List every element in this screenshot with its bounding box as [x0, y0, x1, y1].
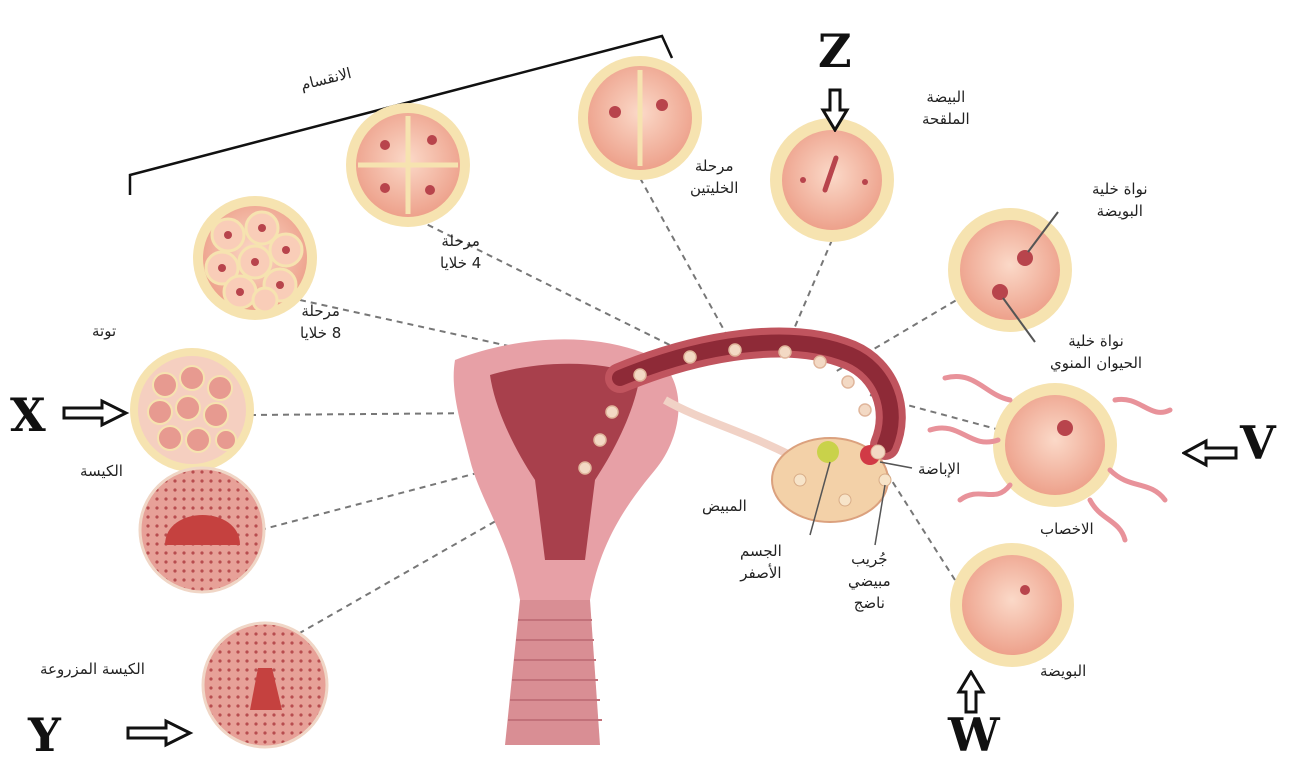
- implanted-label: الكيسة المزروعة: [40, 658, 145, 680]
- morula-label: توتة: [92, 320, 116, 342]
- arrow-z-icon: [820, 88, 850, 132]
- two-cell-stage-cell: [578, 56, 702, 180]
- eight-cell-stage-cell: [193, 196, 317, 320]
- zygote-cell: [770, 118, 894, 242]
- corpus-luteum-label: الجسم الأصفر: [740, 540, 782, 584]
- marker-w: W: [948, 712, 1000, 758]
- marker-y: Y: [28, 712, 61, 758]
- eight-cell-label: مرحلة 8 خلايا: [300, 300, 341, 344]
- zygote-label: البيضة الملقحة: [922, 86, 970, 130]
- morula-cell: [130, 348, 254, 472]
- fertilization-label: الاخصاب: [1040, 518, 1094, 540]
- ovulation-label: الإباضة: [918, 458, 960, 480]
- uterus-illustration: [454, 339, 891, 745]
- four-cell-stage-cell: [346, 103, 470, 227]
- arrow-v-icon: [1182, 438, 1238, 468]
- arrow-y-icon: [126, 718, 196, 748]
- fertilization-cell: [930, 376, 1170, 540]
- arrow-x-icon: [62, 398, 132, 428]
- ovum-cell: [950, 543, 1074, 667]
- arrow-w-icon: [956, 670, 986, 714]
- ovulated-egg: [871, 445, 885, 459]
- implanted-blastocyst-cell: [203, 623, 327, 747]
- marker-z: Z: [818, 28, 852, 74]
- egg-nucleus-label: نواة خلية البويضة: [1092, 178, 1148, 222]
- ovary-label: المبيض: [702, 495, 747, 517]
- pronuclei-cell: [948, 208, 1072, 342]
- two-cell-label: مرحلة الخليتين: [690, 155, 738, 199]
- marker-v: V: [1240, 420, 1276, 466]
- blastocyst-label: الكيسة: [80, 460, 123, 482]
- sperm-nucleus-label: نواة خلية الحيوان المنوي: [1050, 330, 1142, 374]
- follicle-label: جُريب مبيضي ناضج: [848, 548, 891, 614]
- four-cell-label: مرحلة 4 خلايا: [440, 230, 481, 274]
- marker-x: X: [10, 392, 46, 438]
- ovum-label: البويضة: [1040, 660, 1086, 682]
- blastocyst-cell: [140, 468, 264, 592]
